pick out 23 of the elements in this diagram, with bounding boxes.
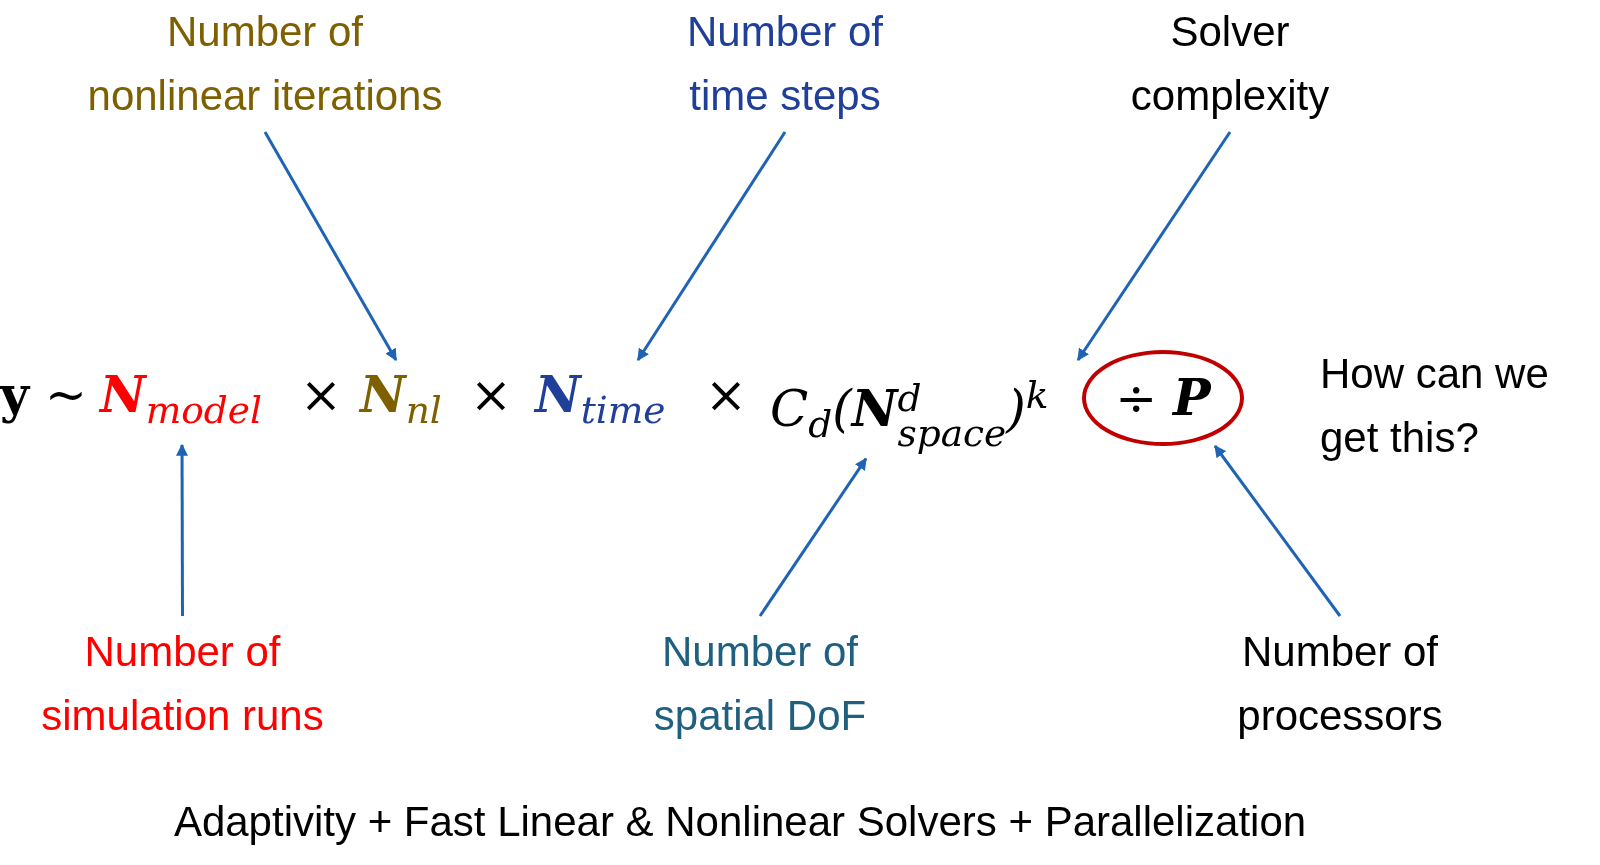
math-symbol: × bbox=[300, 365, 342, 426]
math-term: C$_{d}$(N$^{d}$$_{space}$)$^{k}$ bbox=[770, 360, 1049, 459]
math-term: N$_{time}$ bbox=[535, 360, 666, 445]
leader-arrow bbox=[636, 131, 787, 361]
math-symbol: × bbox=[470, 365, 512, 426]
math-term: y ~ bbox=[0, 364, 87, 426]
circled-term: ÷ P bbox=[1082, 350, 1244, 446]
leader-arrow bbox=[1076, 131, 1232, 361]
annotation-text: Number of spatial DoF bbox=[610, 620, 910, 748]
annotation-text: Number of simulation runs bbox=[0, 620, 365, 748]
math-term: N$_{nl}$ bbox=[360, 360, 442, 445]
leader-arrow bbox=[263, 131, 398, 362]
annotation-text: Number of processors bbox=[1190, 620, 1490, 748]
footer-text: Adaptivity + Fast Linear & Nonlinear Solvers + Parallelization bbox=[172, 797, 1308, 847]
annotation-text: Number of time steps bbox=[630, 0, 940, 128]
leader-arrow bbox=[176, 443, 189, 616]
leader-arrow bbox=[1213, 445, 1342, 617]
math-symbol: × bbox=[705, 365, 747, 426]
question-text: How can we get this? bbox=[1320, 349, 1550, 463]
math-term: N$_{model}$ bbox=[100, 360, 263, 445]
leader-arrow bbox=[758, 457, 868, 617]
annotation-text: Number of nonlinear iterations bbox=[40, 0, 490, 128]
annotation-text: Solver complexity bbox=[1080, 0, 1380, 128]
